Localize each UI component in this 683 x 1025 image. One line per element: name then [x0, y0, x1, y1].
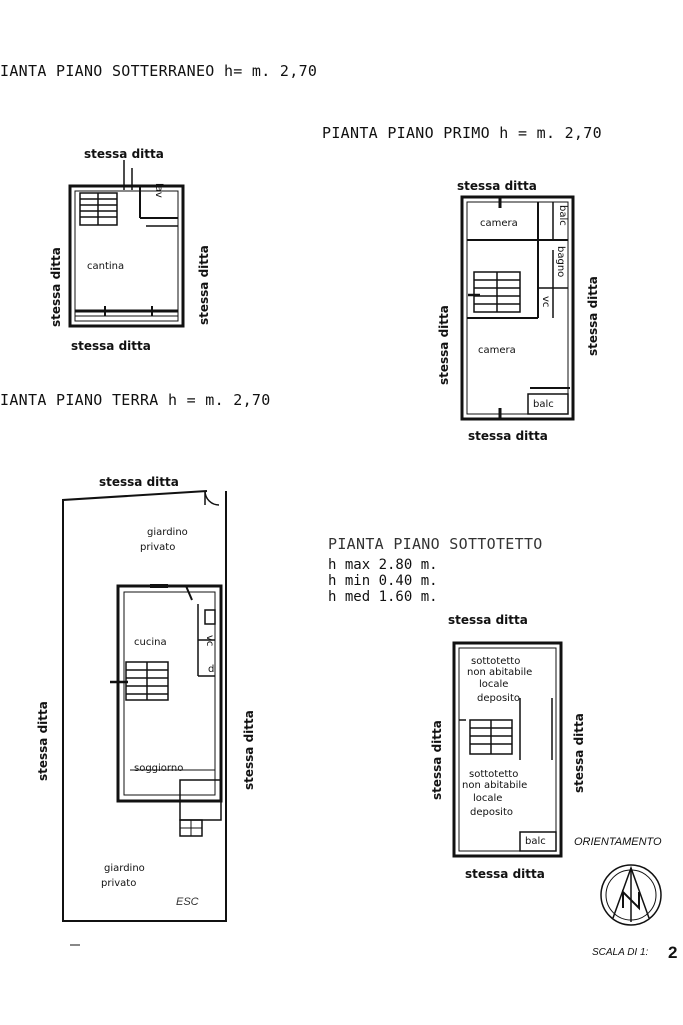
attic-stair — [470, 720, 512, 754]
attic-left-neighbor: stessa ditta — [430, 720, 444, 800]
first-room-balc-bottom: balc — [533, 399, 554, 410]
ground-right-neighbor: stessa ditta — [242, 710, 256, 790]
attic-plan — [454, 643, 561, 856]
attic-hmax: h max 2.80 m. — [328, 557, 438, 573]
first-room-camera-top: camera — [480, 218, 518, 229]
first-room-balc-top: balc — [557, 205, 568, 226]
scale-label: SCALA DI 1: — [592, 947, 649, 958]
attic-top-neighbor: stessa ditta — [448, 613, 528, 627]
attic-lower-line1: sottotetto — [469, 769, 519, 780]
attic-lower-line4: deposito — [470, 807, 513, 818]
orientation-label: ORIENTAMENTO — [574, 836, 662, 848]
basement-room-lav: lav — [153, 183, 164, 198]
basement-room-cantina: cantina — [87, 261, 125, 272]
basement-bottom-neighbor: stessa ditta — [71, 339, 151, 353]
page-number: 2 — [668, 943, 678, 962]
first-floor-plan — [462, 197, 573, 419]
attic-bottom-neighbor: stessa ditta — [465, 867, 545, 881]
attic-upper-line2: non abitabile — [467, 667, 533, 678]
ground-left-neighbor: stessa ditta — [36, 701, 50, 781]
ground-garden-top-line1: giardino — [147, 527, 188, 538]
attic-upper-line3: locale — [479, 679, 509, 690]
ground-stair — [110, 662, 168, 700]
first-right-neighbor: stessa ditta — [586, 276, 600, 356]
basement-right-neighbor: stessa ditta — [197, 245, 211, 325]
ground-room-d: d — [208, 664, 215, 675]
ground-room-vc: vc — [204, 635, 215, 647]
attic-right-neighbor: stessa ditta — [572, 713, 586, 793]
attic-balc: balc — [525, 836, 546, 847]
ground-mark: ESC — [176, 896, 199, 908]
attic-hmin: h min 0.40 m. — [328, 573, 438, 589]
ground-floor-plan — [63, 491, 226, 921]
attic-upper-line1: sottotetto — [471, 656, 521, 667]
compass-icon — [601, 865, 661, 925]
ground-top-neighbor: stessa ditta — [99, 475, 179, 489]
basement-title: IANTA PIANO SOTTERRANEO h= m. 2,70 — [0, 62, 318, 80]
first-left-neighbor: stessa ditta — [437, 305, 451, 385]
first-stair — [468, 272, 520, 312]
ground-garden-bottom-line1: giardino — [104, 863, 145, 874]
ground-room-soggiorno: soggiorno — [134, 763, 184, 774]
attic-hmed: h med 1.60 m. — [328, 589, 438, 605]
attic-title: PIANTA PIANO SOTTOTETTO — [328, 535, 543, 553]
ground-garden-top-line2: privato — [140, 542, 176, 553]
first-floor-title: PIANTA PIANO PRIMO h = m. 2,70 — [322, 124, 602, 142]
basement-left-neighbor: stessa ditta — [49, 247, 63, 327]
basement-stair — [80, 193, 117, 225]
first-room-bagno: bagno — [555, 246, 566, 278]
first-bottom-neighbor: stessa ditta — [468, 429, 548, 443]
first-room-camera-bottom: camera — [478, 345, 516, 356]
basement-top-neighbor: stessa ditta — [84, 147, 164, 161]
first-top-neighbor: stessa ditta — [457, 179, 537, 193]
first-room-vc: vc — [540, 296, 551, 308]
ground-floor-title: IANTA PIANO TERRA h = m. 2,70 — [0, 391, 271, 409]
attic-lower-line2: non abitabile — [462, 780, 528, 791]
attic-upper-line4: deposito — [477, 693, 520, 704]
ground-room-cucina: cucina — [134, 637, 167, 648]
attic-lower-line3: locale — [473, 793, 503, 804]
basement-plan — [70, 160, 183, 326]
ground-garden-bottom-line2: privato — [101, 878, 137, 889]
